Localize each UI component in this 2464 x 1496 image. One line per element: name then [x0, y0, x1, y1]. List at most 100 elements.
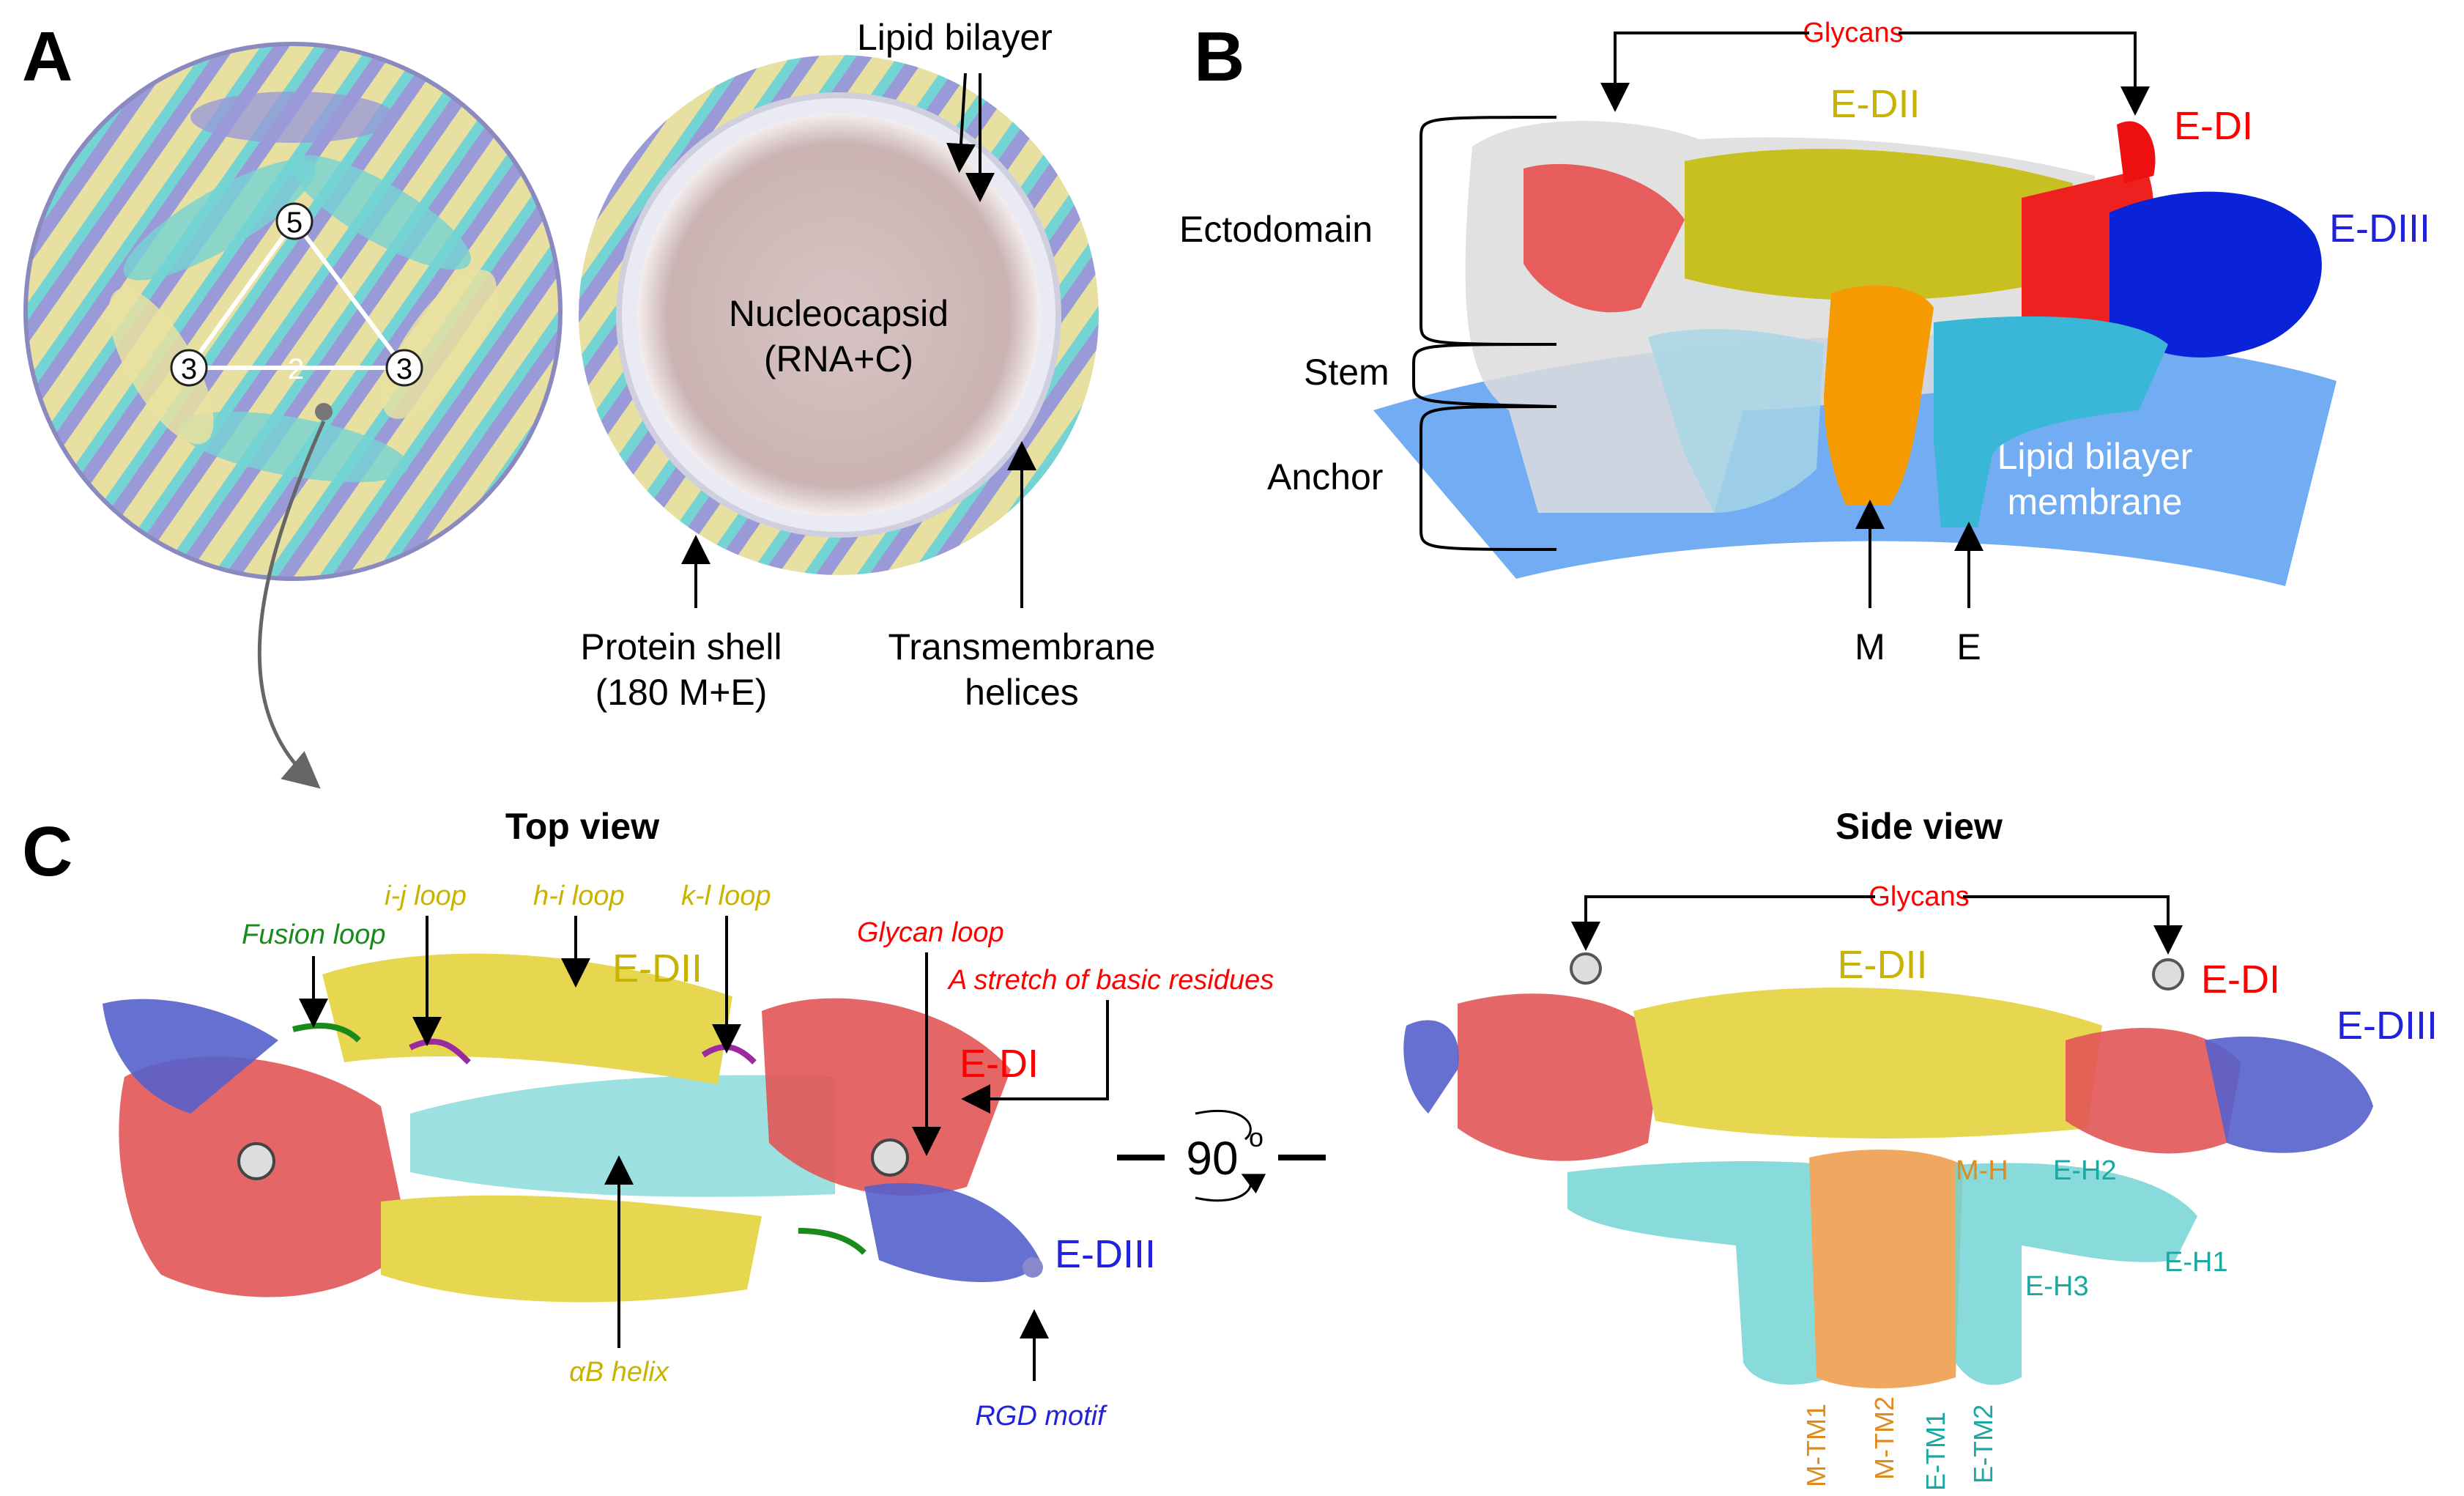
basic-residues-arrow: [961, 1000, 1109, 1114]
virion-cross-section: Nucleocapsid (RNA+C): [579, 55, 1099, 575]
lipid-membrane-label-line2: membrane: [2008, 481, 2183, 522]
lipid-bilayer-outline: [616, 92, 1061, 538]
side-glycans-bracket-right: [1963, 895, 2183, 955]
virion-surface-edge: [23, 42, 563, 581]
panel-c-letter: C: [22, 812, 73, 891]
kl-loop-label: k-l loop: [681, 881, 771, 911]
zoom-pointer-arrow: [257, 420, 326, 789]
protein-shell-label-line2: (180 M+E): [595, 672, 768, 713]
symmetry-triangle: 5 3 2 3: [170, 202, 423, 421]
side-view-ediii-right: [2205, 1036, 2373, 1153]
top-edi-label: E-DI: [960, 1042, 1039, 1086]
b-edii-label: E-DII: [1830, 82, 1920, 126]
fusion-loop-label: Fusion loop: [242, 919, 385, 950]
surface-patch-khaki-1: [108, 288, 214, 445]
ab-helix-label: αB helix: [569, 1357, 670, 1388]
density-red-edi-left: [1524, 163, 1685, 313]
top-view-glycan-left: [237, 1142, 275, 1180]
side-edi-label: E-DI: [2201, 958, 2280, 1001]
glycans-bracket-right: [1899, 32, 2150, 116]
panel-b: B Lipid bilayer membrane Glycans E-DII E…: [1179, 18, 2430, 667]
panel-a: A 5 3 2 3: [22, 17, 1156, 789]
top-view-fusion-loop-right: [798, 1228, 867, 1255]
side-ediii-label: E-DIII: [2337, 1004, 2438, 1048]
top-ediii-label: E-DIII: [1055, 1232, 1156, 1276]
side-view-cyan-helices: [1567, 1161, 1868, 1385]
nucleocapsid-core: [637, 114, 1040, 516]
top-view-title: Top view: [505, 806, 659, 847]
panel-c: C Top view Fusion loop i-j loop h-i loop…: [22, 806, 2438, 1491]
rotation-angle: 90: [1186, 1132, 1238, 1185]
surface-patch-cyan-3: [177, 411, 409, 483]
symmetry-3-fold-right: 3: [396, 353, 412, 385]
m-tm1-label: M-TM1: [1801, 1404, 1831, 1487]
side-view-edi-left: [1458, 993, 1663, 1161]
side-glycans-bracket-left: [1571, 895, 1875, 951]
e-h3-label: E-H3: [2025, 1271, 2089, 1302]
density-orange-m: [1824, 285, 1934, 506]
lipid-bilayer-arrow-1: [946, 73, 976, 173]
lipid-membrane-label-line1: Lipid bilayer: [1997, 436, 2193, 477]
top-view-cyan-helices: [410, 1075, 835, 1197]
glycans-bracket-left: [1600, 32, 1809, 112]
top-view-glycan-right: [871, 1138, 909, 1177]
anchor-brace: [1420, 405, 1557, 551]
density-cyan-e: [1934, 316, 2168, 527]
density-map: [1465, 121, 2322, 527]
top-view-structure: [103, 953, 1043, 1303]
top-view-edi-right: [762, 998, 1011, 1196]
density-yellow-edii: [1685, 149, 2073, 300]
transmembrane-label-line1: Transmembrane: [888, 626, 1156, 667]
basic-residues-label: A stretch of basic residues: [947, 965, 1274, 996]
side-glycans-label: Glycans: [1869, 881, 1969, 912]
side-view-edi-right: [2066, 1028, 2241, 1154]
e-h2-label: E-H2: [2053, 1155, 2117, 1186]
stem-brace: [1412, 343, 1557, 408]
glycan-loop-label: Glycan loop: [857, 917, 1004, 948]
rgd-motif-label: RGD motif: [975, 1401, 1107, 1432]
density-blue-ediii: [2109, 191, 2322, 358]
b-m-label: M: [1855, 626, 1885, 667]
density-red-glycan-tip: [2117, 121, 2156, 183]
side-edii-label: E-DII: [1837, 943, 1927, 987]
m-h-label: M-H: [1956, 1155, 2008, 1186]
side-view-glycan-right: [2152, 958, 2184, 990]
symmetry-5-fold-badge: [275, 202, 313, 240]
side-view-orange-m: [1809, 1149, 1963, 1388]
symmetry-3-fold-right-badge: [385, 349, 423, 387]
rotation-degree: o: [1249, 1122, 1263, 1152]
protein-shell-label-line1: Protein shell: [580, 626, 782, 667]
anchor-label: Anchor: [1267, 456, 1383, 497]
surface-patch-cyan-2: [291, 155, 471, 270]
surface-patch-lavender-1: [190, 92, 396, 143]
ectodomain-label: Ectodomain: [1179, 209, 1373, 250]
symmetry-3-fold-left: 3: [181, 353, 197, 385]
stem-label: Stem: [1304, 352, 1389, 393]
top-view-ediii-right: [864, 1182, 1040, 1282]
side-view-edii: [1633, 987, 2102, 1138]
top-edii-label: E-DII: [612, 947, 702, 990]
triangle-edge-right: [292, 220, 407, 369]
side-view-structure: [1403, 952, 2373, 1388]
surface-patch-cyan-1: [123, 159, 316, 281]
top-view-ediii-left: [103, 999, 278, 1114]
symmetry-5-fold: 5: [286, 207, 303, 239]
rotation-curl-arrow: [1195, 1109, 1250, 1202]
nucleocapsid-label-line1: Nucleocapsid: [729, 293, 949, 334]
symmetry-2-fold: 2: [288, 353, 304, 385]
hi-loop-label: h-i loop: [533, 881, 625, 911]
side-view-title: Side view: [1836, 806, 2003, 847]
e-tm2-label: E-TM2: [1968, 1404, 1998, 1484]
rotation-indicator: 90 o: [1117, 1109, 1326, 1202]
side-view-glycan-left: [1570, 952, 1602, 985]
top-view-rgd-residues: [1023, 1257, 1043, 1278]
side-view-cyan-e: [1956, 1163, 2197, 1385]
e-h1-label: E-H1: [2164, 1247, 2228, 1278]
ij-loop-label: i-j loop: [385, 881, 467, 911]
top-view-edii-lower: [381, 1195, 762, 1303]
panel-a-letter: A: [22, 18, 73, 96]
m-tm2-label: M-TM2: [1869, 1396, 1899, 1480]
symmetry-3-fold-left-badge: [170, 349, 208, 387]
triangle-edge-left: [187, 220, 297, 369]
